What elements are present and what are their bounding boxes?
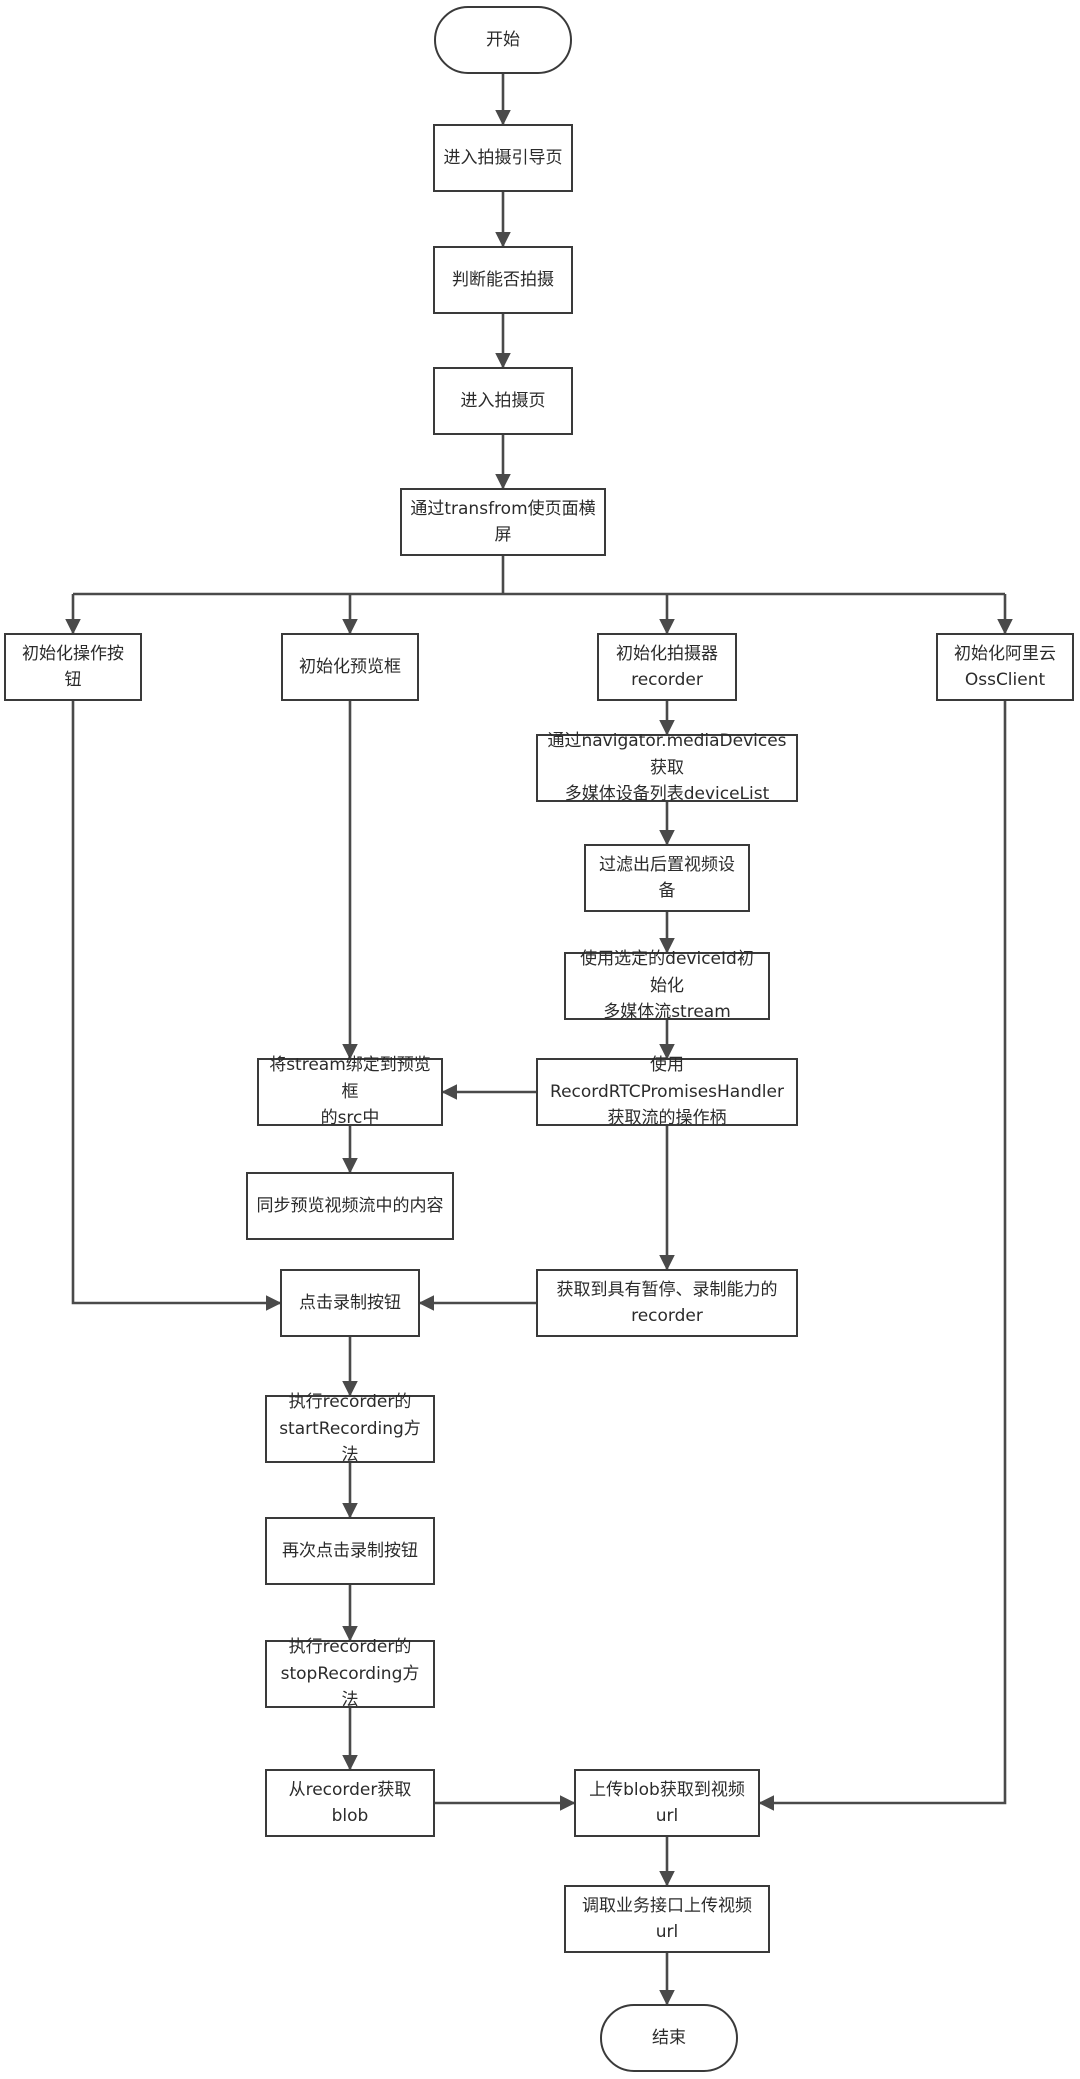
node-upload-blob-label: 上传blob获取到视频url [589,1779,745,1826]
node-start-label: 开始 [486,29,520,50]
node-judge: 判断能否拍摄 [433,246,573,314]
node-get-blob: 从recorder获取blob [265,1769,435,1837]
node-landscape: 通过transfrom使页面横屏 [400,488,606,556]
node-stop-recording: 执行recorder的 stopRecording方法 [265,1637,435,1710]
node-init-stream-label: 使用选定的deviceId初始化 多媒体流stream [580,949,754,1023]
node-start-recording-label: 执行recorder的 startRecording方法 [279,1392,421,1466]
node-recorder-ready: 获取到具有暂停、录制能力的 recorder [536,1269,798,1337]
node-click-record-label: 点击录制按钮 [299,1292,401,1313]
node-init-recorder-label: 初始化拍摄器 recorder [616,643,718,690]
node-filter-rear-label: 过滤出后置视频设备 [599,854,735,901]
node-enter-guide-label: 进入拍摄引导页 [443,147,563,168]
node-judge-label: 判断能否拍摄 [452,269,554,290]
node-click-record: 点击录制按钮 [280,1269,420,1337]
node-init-stream: 使用选定的deviceId初始化 多媒体流stream [564,949,770,1022]
node-click-again: 再次点击录制按钮 [265,1517,435,1585]
node-bind-stream: 将stream绑定到预览框 的src中 [257,1055,443,1128]
node-end-label: 结束 [652,2027,686,2048]
node-call-api: 调取业务接口上传视频url [564,1885,770,1953]
node-start: 开始 [434,6,572,74]
node-get-handle-label: 使用RecordRTCPromisesHandler 获取流的操作柄 [550,1055,784,1129]
node-upload-blob: 上传blob获取到视频url [574,1769,760,1837]
node-get-devices-label: 通过navigator.mediaDevices获取 多媒体设备列表device… [547,731,787,805]
node-landscape-label: 通过transfrom使页面横屏 [410,498,596,545]
node-sync-preview-label: 同步预览视频流中的内容 [256,1195,444,1216]
node-enter-guide: 进入拍摄引导页 [433,124,573,192]
node-init-oss-label: 初始化阿里云 OssClient [954,643,1056,690]
node-click-again-label: 再次点击录制按钮 [282,1540,418,1561]
node-recorder-ready-label: 获取到具有暂停、录制能力的 recorder [556,1279,778,1326]
node-init-preview-label: 初始化预览框 [299,656,401,677]
node-get-blob-label: 从recorder获取blob [288,1779,412,1826]
edge-init-buttons-click-record [71,701,282,1311]
node-stop-recording-label: 执行recorder的 stopRecording方法 [280,1637,420,1711]
node-filter-rear: 过滤出后置视频设备 [584,844,750,912]
node-call-api-label: 调取业务接口上传视频url [582,1895,752,1942]
node-init-buttons-label: 初始化操作按钮 [22,643,124,690]
edge-init-oss-upload-blob [758,701,1007,1811]
node-bind-stream-label: 将stream绑定到预览框 的src中 [269,1055,431,1129]
node-get-handle: 使用RecordRTCPromisesHandler 获取流的操作柄 [536,1055,798,1128]
node-start-recording: 执行recorder的 startRecording方法 [265,1392,435,1465]
node-enter-shoot-label: 进入拍摄页 [460,390,546,411]
node-end: 结束 [600,2004,738,2072]
node-get-devices: 通过navigator.mediaDevices获取 多媒体设备列表device… [536,731,798,804]
node-init-recorder: 初始化拍摄器 recorder [597,633,737,701]
node-init-buttons: 初始化操作按钮 [4,633,142,701]
node-enter-shoot: 进入拍摄页 [433,367,573,435]
node-init-preview: 初始化预览框 [281,633,419,701]
node-init-oss: 初始化阿里云 OssClient [936,633,1074,701]
node-sync-preview: 同步预览视频流中的内容 [246,1172,454,1240]
